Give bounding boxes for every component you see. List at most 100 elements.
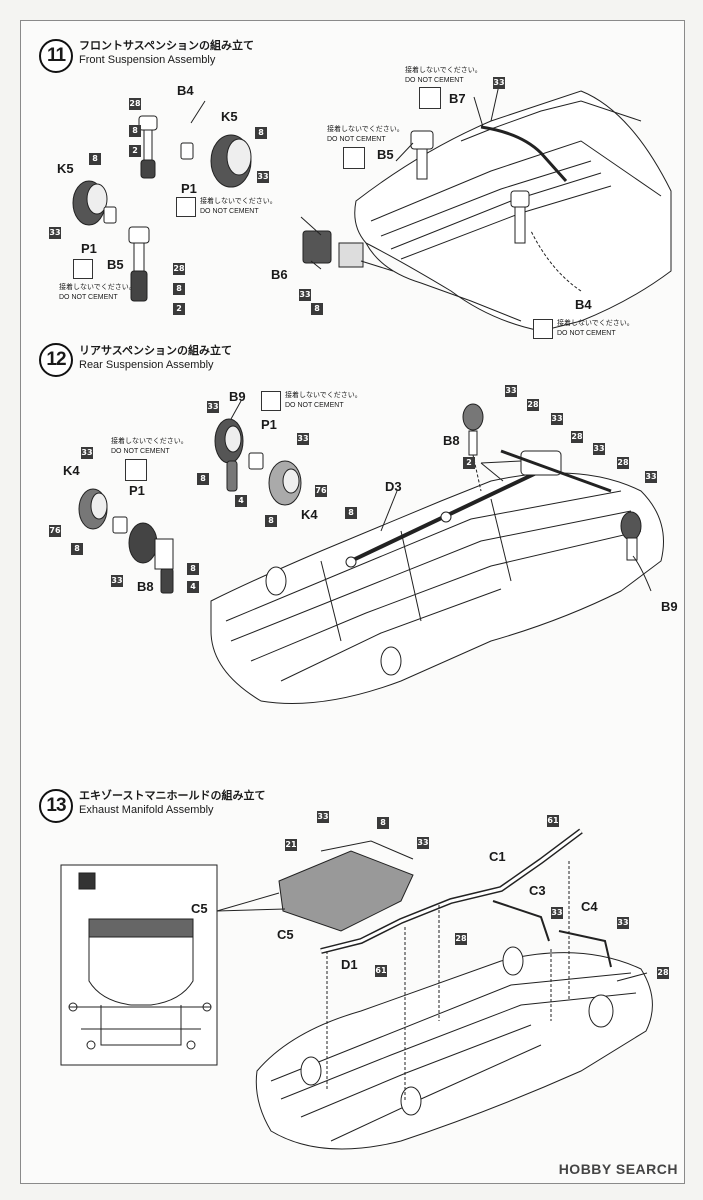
label-b5-car: B5 xyxy=(377,147,394,162)
label-k4-left: K4 xyxy=(63,463,80,478)
label-b9-top: B9 xyxy=(229,389,246,404)
part-33-l: 33 xyxy=(645,471,657,483)
part-21: 21 xyxy=(285,839,297,851)
part-8-k: 8 xyxy=(377,817,389,829)
label-k5-top: K5 xyxy=(221,109,238,124)
notice-en: DO NOT CEMENT xyxy=(59,294,118,301)
no-cement-note-7: 接着しないでください。 DO NOT CEMENT xyxy=(111,437,188,457)
step-13-title-en: Exhaust Manifold Assembly xyxy=(79,804,214,816)
label-b9-car: B9 xyxy=(661,599,678,614)
part-8-e: 8 xyxy=(311,303,323,315)
part-33-n: 33 xyxy=(417,837,429,849)
part-61-a: 61 xyxy=(547,815,559,827)
label-p1-rear: P1 xyxy=(261,417,277,432)
part-2-a: 2 xyxy=(129,145,141,157)
part-33-e: 33 xyxy=(207,401,219,413)
part-8-g: 8 xyxy=(265,515,277,527)
notice-en: DO NOT CEMENT xyxy=(405,77,464,84)
step-12-drawing xyxy=(78,400,664,704)
no-cement-icon xyxy=(73,259,93,279)
step-13-title-jp: エキゾーストマニホールドの組み立て xyxy=(79,790,266,802)
part-33-g: 33 xyxy=(81,447,93,459)
part-33-f: 33 xyxy=(297,433,309,445)
step-11-drawing xyxy=(72,84,672,332)
notice-en: DO NOT CEMENT xyxy=(285,402,344,409)
label-p1-left-rear: P1 xyxy=(129,483,145,498)
step-13-drawing xyxy=(60,828,653,1150)
step-13-number: 13 xyxy=(39,789,73,823)
part-8-a: 8 xyxy=(129,125,141,137)
part-2-b: 2 xyxy=(173,303,185,315)
label-c5: C5 xyxy=(277,927,294,942)
notice-jp: 接着しないでください。 xyxy=(59,284,136,291)
notice-en: DO NOT CEMENT xyxy=(557,330,616,337)
label-p1-left: P1 xyxy=(81,241,97,256)
notice-jp: 接着しないでください。 xyxy=(327,126,404,133)
part-61-b: 61 xyxy=(375,965,387,977)
label-c1: C1 xyxy=(489,849,506,864)
part-28-b: 28 xyxy=(173,263,185,275)
part-28-d: 28 xyxy=(571,431,583,443)
part-33-k: 33 xyxy=(593,443,605,455)
notice-jp: 接着しないでください。 xyxy=(285,392,362,399)
no-cement-note-4: 接着しないでください。 DO NOT CEMENT xyxy=(327,125,404,145)
no-cement-icon xyxy=(533,319,553,339)
part-28-e: 28 xyxy=(617,457,629,469)
part-4-a: 4 xyxy=(235,495,247,507)
no-cement-icon xyxy=(176,197,196,217)
no-cement-note-5: 接着しないでください。 DO NOT CEMENT xyxy=(533,319,634,339)
part-28-a: 28 xyxy=(129,98,141,110)
watermark: HOBBY SEARCH xyxy=(558,1161,678,1177)
part-8-d: 8 xyxy=(173,283,185,295)
label-d3: D3 xyxy=(385,479,402,494)
no-cement-note-2 xyxy=(73,259,93,279)
notice-jp: 接着しないでください。 xyxy=(200,198,277,205)
label-c4: C4 xyxy=(581,899,598,914)
no-cement-icon xyxy=(261,391,281,411)
part-4-b: 4 xyxy=(187,581,199,593)
label-b8-left: B8 xyxy=(137,579,154,594)
label-b7: B7 xyxy=(449,91,466,106)
part-33-d: 33 xyxy=(493,77,505,89)
label-b8-car: B8 xyxy=(443,433,460,448)
part-33-j: 33 xyxy=(551,413,563,425)
step-12-title-jp: リアサスペンションの組み立て xyxy=(79,345,233,357)
part-28-g: 28 xyxy=(657,967,669,979)
label-c3: C3 xyxy=(529,883,546,898)
label-b5-left: B5 xyxy=(107,257,124,272)
no-cement-note-3: 接着しないでください。 DO NOT CEMENT xyxy=(405,66,482,86)
part-2-c: 2 xyxy=(463,457,475,469)
no-cement-icon xyxy=(125,459,147,481)
part-33-m: 33 xyxy=(317,811,329,823)
part-33-p: 33 xyxy=(617,917,629,929)
notice-en: DO NOT CEMENT xyxy=(200,208,259,215)
label-k5-left: K5 xyxy=(57,161,74,176)
part-8-f: 8 xyxy=(197,473,209,485)
step-11-title-en: Front Suspension Assembly xyxy=(79,54,216,66)
label-d1: D1 xyxy=(341,957,358,972)
no-cement-icon xyxy=(419,87,441,109)
notice-jp: 接着しないでください。 xyxy=(405,67,482,74)
part-28-c: 28 xyxy=(527,399,539,411)
step-12-title-en: Rear Suspension Assembly xyxy=(79,359,214,371)
notice-en: DO NOT CEMENT xyxy=(327,136,386,143)
part-8-h: 8 xyxy=(71,543,83,555)
part-33-h: 33 xyxy=(111,575,123,587)
part-76-a: 76 xyxy=(315,485,327,497)
step-11-title-jp: フロントサスペンションの組み立て xyxy=(79,40,255,52)
part-33-o: 33 xyxy=(551,907,563,919)
notice-en: DO NOT CEMENT xyxy=(111,448,170,455)
notice-jp: 接着しないでください。 xyxy=(111,438,188,445)
part-33-a: 33 xyxy=(257,171,269,183)
notice-jp: 接着しないでください。 xyxy=(557,320,634,327)
part-76-b: 76 xyxy=(49,525,61,537)
part-8-b: 8 xyxy=(255,127,267,139)
part-33-i: 33 xyxy=(505,385,517,397)
no-cement-note-6: 接着しないでください。 DO NOT CEMENT xyxy=(261,391,362,411)
label-b6: B6 xyxy=(271,267,288,282)
part-8-c: 8 xyxy=(89,153,101,165)
part-8-i: 8 xyxy=(187,563,199,575)
instruction-sheet: 11 フロントサスペンションの組み立て Front Suspension Ass… xyxy=(20,20,685,1184)
part-33-b: 33 xyxy=(49,227,61,239)
step-12-number: 12 xyxy=(39,343,73,377)
